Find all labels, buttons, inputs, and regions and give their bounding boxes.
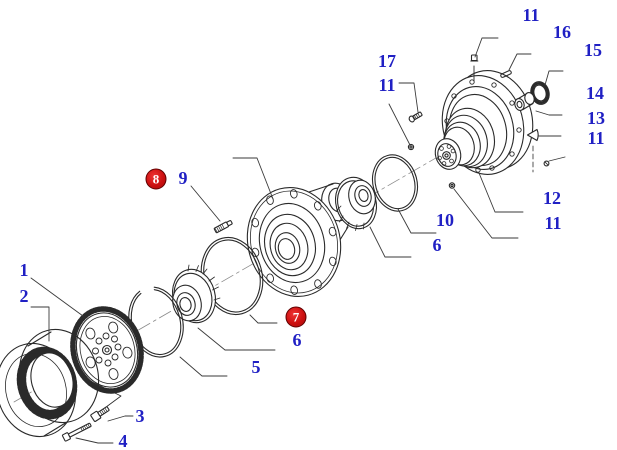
- ring-gear: [0, 328, 100, 438]
- callout-2: 2: [19, 286, 29, 306]
- bushing: [514, 92, 535, 111]
- hub-carrier-housing: [434, 70, 534, 175]
- callout-11-top: 11: [522, 5, 540, 25]
- callout-17: 17: [378, 51, 396, 71]
- kit-badge-8: 8: [145, 168, 167, 190]
- callout-3: 3: [135, 406, 145, 426]
- callout-6-left: 6: [292, 330, 302, 350]
- tapered-roller-bearing-right: [334, 176, 378, 231]
- wheel-stud: [213, 220, 233, 234]
- callout-14: 14: [586, 83, 604, 103]
- dowel-pin: [500, 70, 512, 78]
- callout-11-left: 11: [378, 75, 396, 95]
- callout-15: 15: [584, 40, 602, 60]
- callout-6-right: 6: [432, 235, 442, 255]
- callout-11-bottom: 11: [544, 213, 562, 233]
- callout-1: 1: [19, 260, 29, 280]
- hex-bolt-bottom: [448, 182, 456, 189]
- callout-16: 16: [553, 22, 571, 42]
- planet-carrier-gear: [70, 306, 144, 394]
- kit-badge-7: 7: [285, 306, 307, 328]
- callout-10: 10: [436, 210, 454, 230]
- cap-bolt-top: [470, 54, 479, 82]
- mounting-bolt-short: [90, 406, 110, 422]
- sun-gear-flange: [434, 138, 462, 170]
- callout-12: 12: [543, 188, 561, 208]
- callout-11-right: 11: [587, 128, 605, 148]
- wheel-hub: [246, 182, 353, 297]
- hex-nut: [407, 143, 415, 151]
- callout-13: 13: [587, 108, 605, 128]
- tapered-roller-bearing-left: [171, 264, 221, 324]
- callout-4: 4: [118, 431, 128, 450]
- seal-ring-right: [371, 154, 419, 212]
- grease-fitting: [408, 111, 423, 123]
- mounting-bolt-long: [61, 422, 92, 442]
- callout-5: 5: [251, 357, 261, 377]
- leader-lines: [30, 37, 566, 444]
- callout-9: 9: [178, 168, 188, 188]
- small-screw: [543, 160, 550, 167]
